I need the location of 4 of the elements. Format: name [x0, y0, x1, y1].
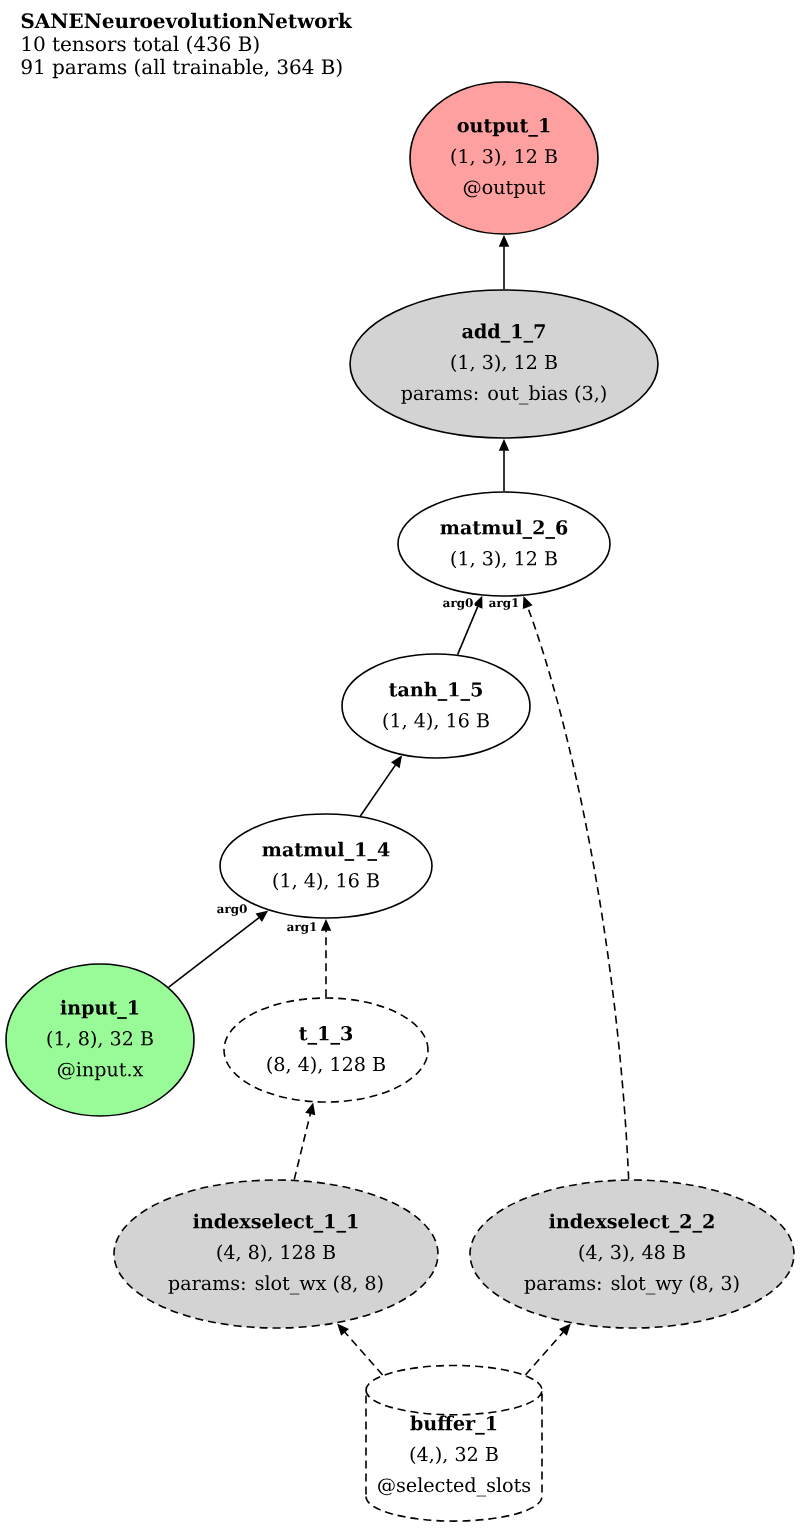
title: SANENeuroevolutionNetwork: [21, 12, 353, 29]
summary-text: 91 params (all trainable, 364 B): [21, 58, 342, 79]
buffer-cylinder: buffer_1 (4,), 32 B @selected_slots: [365, 1364, 543, 1522]
summary-text: 10 tensors total (436 B): [22, 35, 259, 55]
